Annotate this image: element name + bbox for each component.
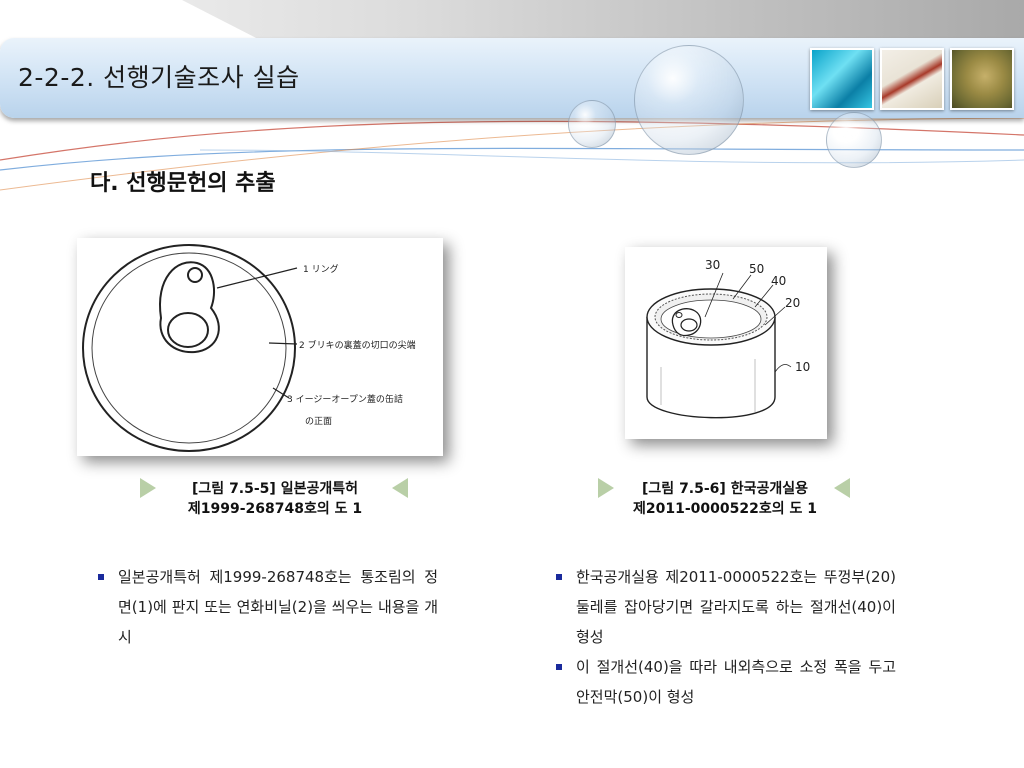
bullet-square-icon	[556, 664, 562, 670]
left-bullet-text-1: 일본공개특허 제1999-268748호는 통조림의 정면(1)에 판지 또는 …	[118, 568, 438, 646]
list-item: 일본공개특허 제1999-268748호는 통조림의 정면(1)에 판지 또는 …	[98, 562, 438, 652]
header-thumbnails	[810, 48, 1014, 110]
figure-japanese-patent: 1 リング 2 ブリキの裏蓋の切口の尖端 3 イージーオープン蓋の缶詰 の正面	[77, 238, 443, 456]
large-bubble	[634, 45, 744, 155]
thumbnail-fabric-image	[810, 48, 874, 110]
figure1-label-front: の正面	[305, 416, 332, 427]
caption2-right-arrow-icon	[834, 478, 850, 498]
medium-bubble	[826, 112, 882, 168]
figure1-caption: [그림 7.5-5] 일본공개특허 제1999-268748호의 도 1	[140, 479, 410, 519]
caption1-right-arrow-icon	[392, 478, 408, 498]
caption2-left-arrow-icon	[598, 478, 614, 498]
caption1-left-arrow-icon	[140, 478, 156, 498]
bullet-square-icon	[556, 574, 562, 580]
figure2-caption: [그림 7.5-6] 한국공개실용 제2011-0000522호의 도 1	[595, 479, 855, 519]
figure2-label-40: 40	[771, 274, 786, 288]
figure1-caption-line1: [그림 7.5-5] 일본공개특허	[192, 481, 358, 497]
figure2-label-10: 10	[795, 360, 810, 374]
left-bullet-list: 일본공개특허 제1999-268748호는 통조림의 정면(1)에 판지 또는 …	[98, 562, 438, 652]
bullet-square-icon	[98, 574, 104, 580]
small-bubble	[568, 100, 616, 148]
right-bullet-text-1: 한국공개실용 제2011-0000522호는 뚜껑부(20) 둘레를 잡아당기면…	[576, 568, 896, 646]
figure2-caption-line1: [그림 7.5-6] 한국공개실용	[642, 481, 808, 497]
right-bullet-text-2: 이 절개선(40)을 따라 내외측으로 소정 폭을 두고 안전막(50)이 형성	[576, 658, 896, 706]
figure2-caption-line2: 제2011-0000522호의 도 1	[633, 501, 817, 517]
can-drawing: 30 50 40 20 10	[646, 258, 810, 419]
slide-header-bar: 2-2-2. 선행기술조사 실습	[0, 38, 1024, 118]
figure1-label-can: 3 イージーオープン蓋の缶詰	[287, 393, 403, 405]
figure1-label-edge: 2 ブリキの裏蓋の切口の尖端	[299, 339, 416, 351]
thumbnail-nature-image	[950, 48, 1014, 110]
figure2-label-50: 50	[749, 262, 764, 276]
slide-title: 2-2-2. 선행기술조사 실습	[18, 63, 300, 92]
thumbnail-document-seal-image	[880, 48, 944, 110]
right-bullet-list: 한국공개실용 제2011-0000522호는 뚜껑부(20) 둘레를 잡아당기면…	[556, 562, 896, 712]
figure2-label-20: 20	[785, 296, 800, 310]
list-item: 이 절개선(40)을 따라 내외측으로 소정 폭을 두고 안전막(50)이 형성	[556, 652, 896, 712]
figure2-label-30: 30	[705, 258, 720, 272]
figure-korean-utility-model: 30 50 40 20 10	[625, 247, 827, 439]
list-item: 한국공개실용 제2011-0000522호는 뚜껑부(20) 둘레를 잡아당기면…	[556, 562, 896, 652]
figure1-label-ring: 1 リング	[303, 263, 339, 275]
figure1-caption-line2: 제1999-268748호의 도 1	[187, 501, 363, 517]
can-lid-drawing: 1 リング 2 ブリキの裏蓋の切口の尖端 3 イージーオープン蓋の缶詰 の正面	[82, 244, 416, 452]
section-heading: 다. 선행문헌의 추출	[90, 171, 276, 196]
